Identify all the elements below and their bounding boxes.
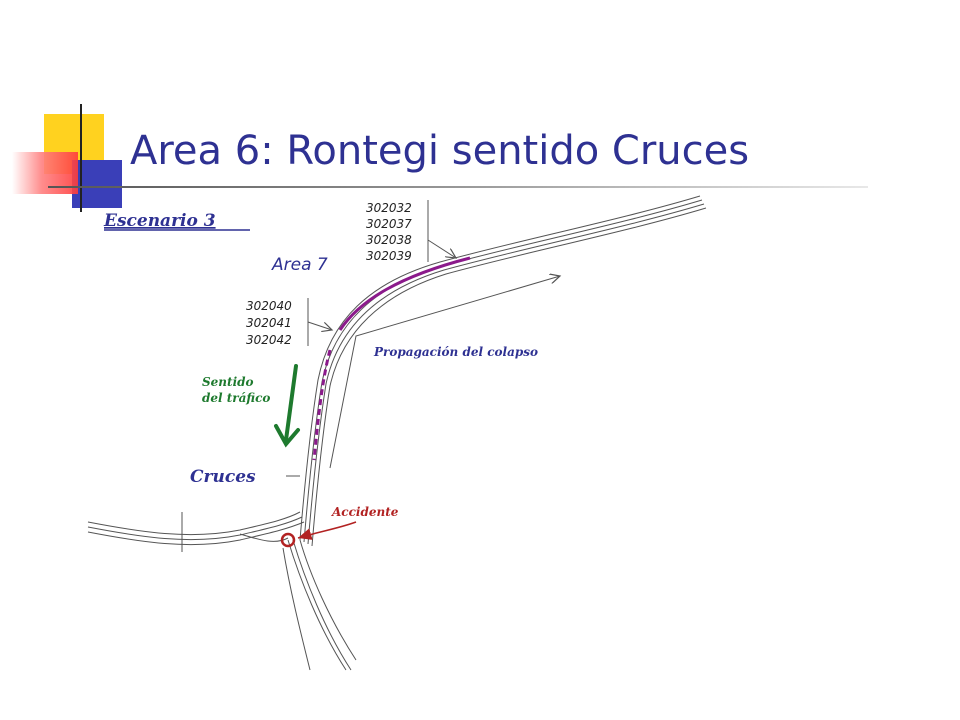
detector-group-upper: 302032 302037 302038 302039 [366,200,456,263]
accident-pointer [297,521,357,540]
location-label: Cruces [190,467,256,487]
propagation-arrow [329,276,560,469]
accident-marker [280,532,296,548]
detector-id: 302042 [246,333,292,347]
detector-id: 302040 [246,299,292,313]
congestion-segment [312,256,471,461]
lower-branch-road [282,539,357,671]
main-road [299,195,707,547]
detector-id: 302037 [366,217,412,231]
propagation-label: Propagación del colapso [373,345,538,359]
detector-group-lower: 302040 302041 302042 [246,298,332,347]
deco-vertical-line [80,104,82,212]
traffic-direction-label: del tráfico [202,391,270,405]
title-divider [48,186,868,188]
detector-id: 302038 [366,233,412,247]
scenario-label: Escenario 3 [103,211,216,231]
traffic-direction-label: Sentido [202,375,254,389]
traffic-direction-arrow [274,364,300,448]
left-branch-road [87,511,305,546]
slide-title: Area 6: Rontegi sentido Cruces [130,128,750,174]
area-label: Area 7 [271,255,328,275]
accident-label: Accidente [331,505,399,519]
detector-id: 302041 [246,316,292,330]
detector-id: 302032 [366,201,412,215]
detector-id: 302039 [366,249,412,263]
